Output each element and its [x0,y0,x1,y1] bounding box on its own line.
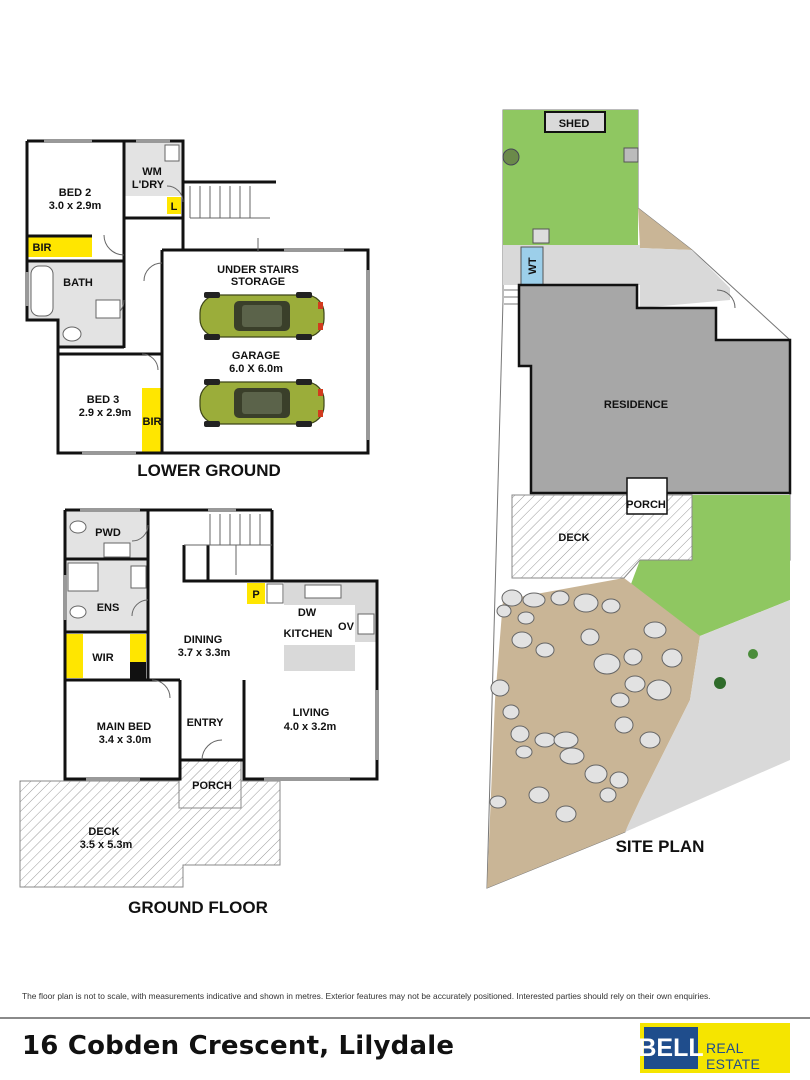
pit [532,228,550,244]
lower-ground-plan: BED 2 3.0 x 2.9m BIR BATH WM L'DRY L UND… [25,139,370,480]
disclaimer-text: The floor plan is not to scale, with mea… [22,991,711,1001]
site-door [716,289,736,309]
ens-toilet [69,605,87,619]
storage-label-1: UNDER STAIRS [217,264,299,276]
ground-stairs [184,514,272,575]
ground-floor-title: GROUND FLOOR [128,898,268,917]
dining-size: 3.7 x 3.3m [178,647,231,659]
wm-label: WM [142,166,162,178]
linen-label: L [171,201,178,213]
site-steps [504,289,518,305]
bed2-label: BED 2 [59,187,91,199]
wir-robe-right [130,634,146,662]
logo-real-estate-text: REAL ESTATE [706,1040,761,1072]
ground-floor-plan: PWD ENS WIR DINING 3.7 x 3.3m P DW KITCH… [19,508,379,917]
fridge [266,583,284,604]
footer-divider [0,1017,810,1019]
bed3-label: BED 3 [87,394,119,406]
dining-label: DINING [184,634,223,646]
lower-stairs [189,186,270,252]
rear-lawn [503,110,638,245]
ground-deck-size: 3.5 x 5.3m [80,839,133,851]
wir-robe-left [66,634,83,678]
lower-windows [25,139,370,455]
shrub-1 [714,677,726,689]
bell-real-estate-logo: BELL REAL ESTATE [638,1023,790,1073]
floor-plan-canvas: BED 2 3.0 x 2.9m BIR BATH WM L'DRY L UND… [19,109,792,917]
site-deck [511,494,693,579]
ground-deck-label: DECK [88,826,119,838]
bed2-robe-label: BIR [33,242,52,254]
laundry-tub [164,144,180,162]
site-plan-title: SITE PLAN [616,837,705,856]
main-bed-size: 3.4 x 3.0m [99,734,152,746]
lower-toilet [62,326,82,342]
car-top [199,291,325,341]
ens-label: ENS [97,602,120,614]
linen-cupboard [167,197,181,214]
shed-label: SHED [559,118,590,130]
bed2-robe [28,237,92,257]
ground-porch-label: PORCH [192,780,232,792]
bathtub [30,265,54,317]
ground-porch [178,759,242,809]
pwd-toilet [69,520,87,534]
lower-ground-walls [25,139,370,455]
pantry [247,583,265,604]
kitchen-island [284,645,355,671]
tank-grate [623,147,639,163]
bath-label: BATH [63,277,93,289]
lower-ground-title: LOWER GROUND [137,461,281,480]
shed [544,111,606,133]
living-size: 4.0 x 3.2m [284,721,337,733]
oven-label: OV [338,621,355,633]
pwd-basin [103,542,131,558]
ground-doors [131,524,223,761]
property-address: 16 Cobden Crescent, Lilydale [22,1031,455,1061]
side-paving [640,248,730,308]
entry-label: ENTRY [187,717,225,729]
ens-basin [130,565,147,589]
garage-label: GARAGE [232,350,280,362]
site-porch-label: PORCH [626,499,666,511]
main-bed-label: MAIN BED [97,721,151,733]
residence [517,283,792,495]
wir-robe-dark [130,662,146,679]
site-porch [626,477,668,515]
kitchen-sink [304,584,342,599]
cooktop [357,613,375,635]
car-bottom [199,378,325,428]
dishwasher-label: DW [298,607,317,619]
living-label: LIVING [293,707,330,719]
water-tank-label: WT [527,257,539,274]
rock-group [489,589,683,823]
driveway [625,600,790,832]
pwd-label: PWD [95,527,121,539]
site-deck-label: DECK [558,532,589,544]
bath-vanity [95,299,121,319]
pantry-label: P [252,589,259,601]
storage-label-2: STORAGE [231,276,285,288]
bed3-size: 2.9 x 2.9m [79,407,132,419]
kitchen-label: KITCHEN [284,628,333,640]
bed3-robe-label: BIR [143,416,162,428]
ground-windows [63,508,379,781]
bed2-size: 3.0 x 2.9m [49,200,102,212]
tree-top [502,148,520,166]
upper-garden-bed [638,208,692,250]
residence-label: RESIDENCE [604,399,668,411]
logo-bell-box: BELL [638,1027,704,1069]
ens-shower [67,562,99,592]
shrub-2 [748,649,758,659]
front-lawn [625,495,790,636]
garage-size: 6.0 X 6.0m [229,363,283,375]
site-plan: SHED WT RESIDENCE DECK PORCH SITE PLAN [486,109,792,889]
laundry-label: L'DRY [132,179,165,191]
bed3-robe [142,388,162,452]
wir-label: WIR [92,652,113,664]
